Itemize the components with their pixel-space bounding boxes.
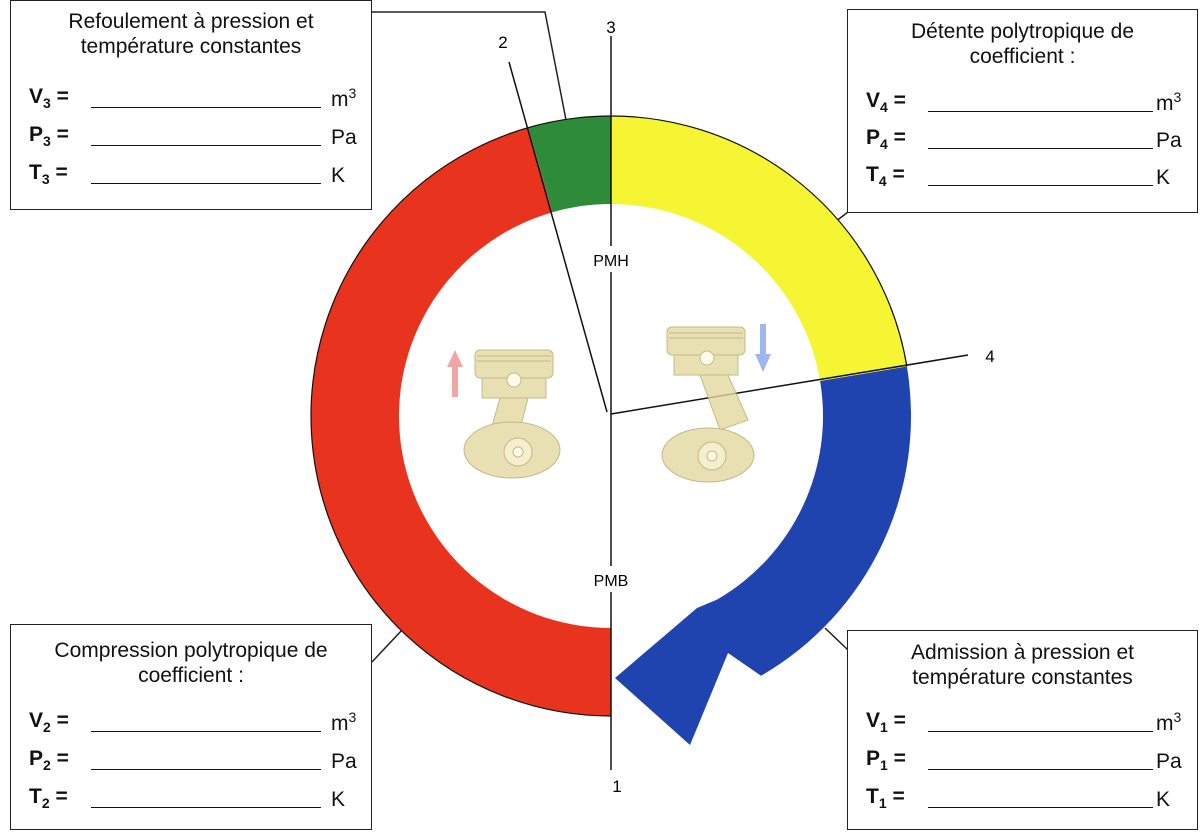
title-line: Refoulement à pression et — [68, 10, 314, 33]
p4-unit: Pa — [1156, 129, 1182, 152]
v2-unit: m3 — [331, 709, 357, 735]
detente-sector — [611, 116, 907, 382]
point-label-2: 2 — [498, 33, 507, 52]
connector-refoulement — [372, 11, 567, 121]
p4-field[interactable] — [928, 148, 1153, 149]
detente-title: Détente polytropique de coefficient : — [848, 19, 1197, 69]
p3-label: P3 = — [29, 123, 69, 150]
v3-unit: m3 — [331, 85, 357, 111]
t3-unit: K — [331, 164, 346, 187]
admission-box: Admission à pression et température cons… — [847, 630, 1198, 830]
p3-field[interactable] — [91, 145, 321, 146]
t3-field[interactable] — [91, 183, 321, 184]
refoulement-sector — [528, 116, 611, 213]
p2-field[interactable] — [91, 769, 321, 770]
v4-field[interactable] — [928, 111, 1153, 112]
t4-field[interactable] — [928, 185, 1153, 186]
pmb-backing — [583, 566, 639, 592]
compression-sector — [310, 127, 611, 717]
t1-label: T1 = — [866, 785, 905, 812]
p3-unit: Pa — [331, 126, 357, 149]
refoulement-box: Refoulement à pression et température co… — [10, 0, 372, 210]
admission-title: Admission à pression et température cons… — [848, 640, 1197, 690]
v2-field[interactable] — [91, 731, 321, 732]
refoulement-title: Refoulement à pression et température co… — [11, 9, 371, 59]
v4-unit: m3 — [1156, 89, 1182, 115]
title-line: température constantes — [80, 35, 302, 58]
v1-field[interactable] — [928, 731, 1153, 732]
title-line: coefficient : — [969, 45, 1076, 68]
t3-label: T3 = — [29, 161, 68, 188]
point-label-4: 4 — [985, 347, 994, 366]
ring-outline — [310, 115, 908, 717]
p2-unit: Pa — [331, 750, 357, 773]
t2-label: T2 = — [29, 785, 68, 812]
point-label-1: 1 — [612, 777, 621, 796]
connector-admission — [824, 627, 849, 651]
line-2 — [508, 61, 608, 413]
piston-left-icon — [463, 349, 561, 479]
connector-compression — [371, 629, 403, 663]
p2-label: P2 = — [29, 747, 69, 774]
compression-box: Compression polytropique de coefficient … — [10, 624, 372, 830]
p1-unit: Pa — [1156, 750, 1182, 773]
title-line: Admission à pression et — [911, 641, 1134, 664]
p1-field[interactable] — [928, 769, 1153, 770]
v4-label: V4 = — [866, 89, 906, 116]
title-line: température constantes — [912, 666, 1133, 689]
v1-unit: m3 — [1156, 709, 1182, 735]
admission-sector — [615, 366, 912, 745]
p1-label: P1 = — [866, 747, 906, 774]
detente-box: Détente polytropique de coefficient : V4… — [847, 9, 1198, 213]
t1-field[interactable] — [928, 807, 1153, 808]
title-line: Détente polytropique de — [911, 20, 1134, 43]
pmh-label: PMH — [593, 253, 629, 270]
v3-label: V3 = — [29, 85, 69, 112]
v1-label: V1 = — [866, 709, 906, 736]
v2-label: V2 = — [29, 709, 69, 736]
pmh-backing — [583, 246, 639, 272]
piston-right-icon — [661, 326, 755, 483]
arrow-down-icon — [755, 324, 771, 372]
t2-field[interactable] — [91, 807, 321, 808]
arrow-up-icon — [447, 350, 463, 397]
compression-title: Compression polytropique de coefficient … — [11, 638, 371, 688]
title-line: coefficient : — [138, 664, 244, 687]
v3-field[interactable] — [91, 107, 321, 108]
pmb-label: PMB — [594, 573, 629, 590]
t1-unit: K — [1156, 788, 1171, 811]
title-line: Compression polytropique de — [54, 639, 328, 662]
point-label-3: 3 — [606, 18, 615, 37]
p4-label: P4 = — [866, 126, 906, 153]
t4-label: T4 = — [866, 163, 905, 190]
line-4 — [610, 354, 969, 415]
t4-unit: K — [1156, 166, 1171, 189]
t2-unit: K — [331, 788, 346, 811]
